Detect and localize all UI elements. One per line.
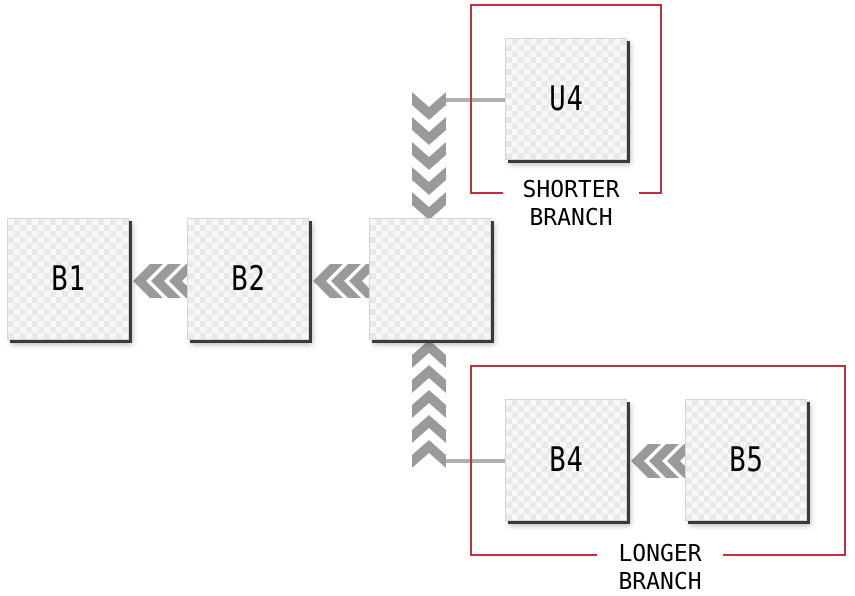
longer-branch-label: LONGER BRANCH	[597, 540, 723, 596]
block-u4-label: U4	[548, 79, 584, 119]
shorter-branch-label-line2: BRANCH	[529, 205, 613, 231]
chevron-down-icon	[412, 92, 446, 220]
block-b4-label: B4	[548, 440, 584, 480]
block-b1-label: B1	[50, 259, 86, 299]
block-b4: B4	[505, 399, 627, 521]
chevron-up-icon	[412, 340, 446, 468]
block-center	[369, 218, 491, 340]
shorter-branch-label: SHORTER BRANCH	[503, 176, 639, 232]
block-b2: B2	[187, 218, 309, 340]
chevron-left-icon	[313, 264, 379, 298]
block-b5: B5	[685, 399, 807, 521]
chevron-left-icon	[631, 444, 697, 478]
block-b5-label: B5	[728, 440, 764, 480]
block-b2-label: B2	[230, 259, 266, 299]
block-b1: B1	[7, 218, 129, 340]
shorter-branch-label-line1: SHORTER	[522, 177, 620, 203]
longer-branch-label-line1: LONGER	[618, 541, 702, 567]
longer-branch-label-line2: BRANCH	[618, 569, 702, 595]
block-u4: U4	[505, 38, 627, 160]
chevron-left-icon	[133, 264, 199, 298]
